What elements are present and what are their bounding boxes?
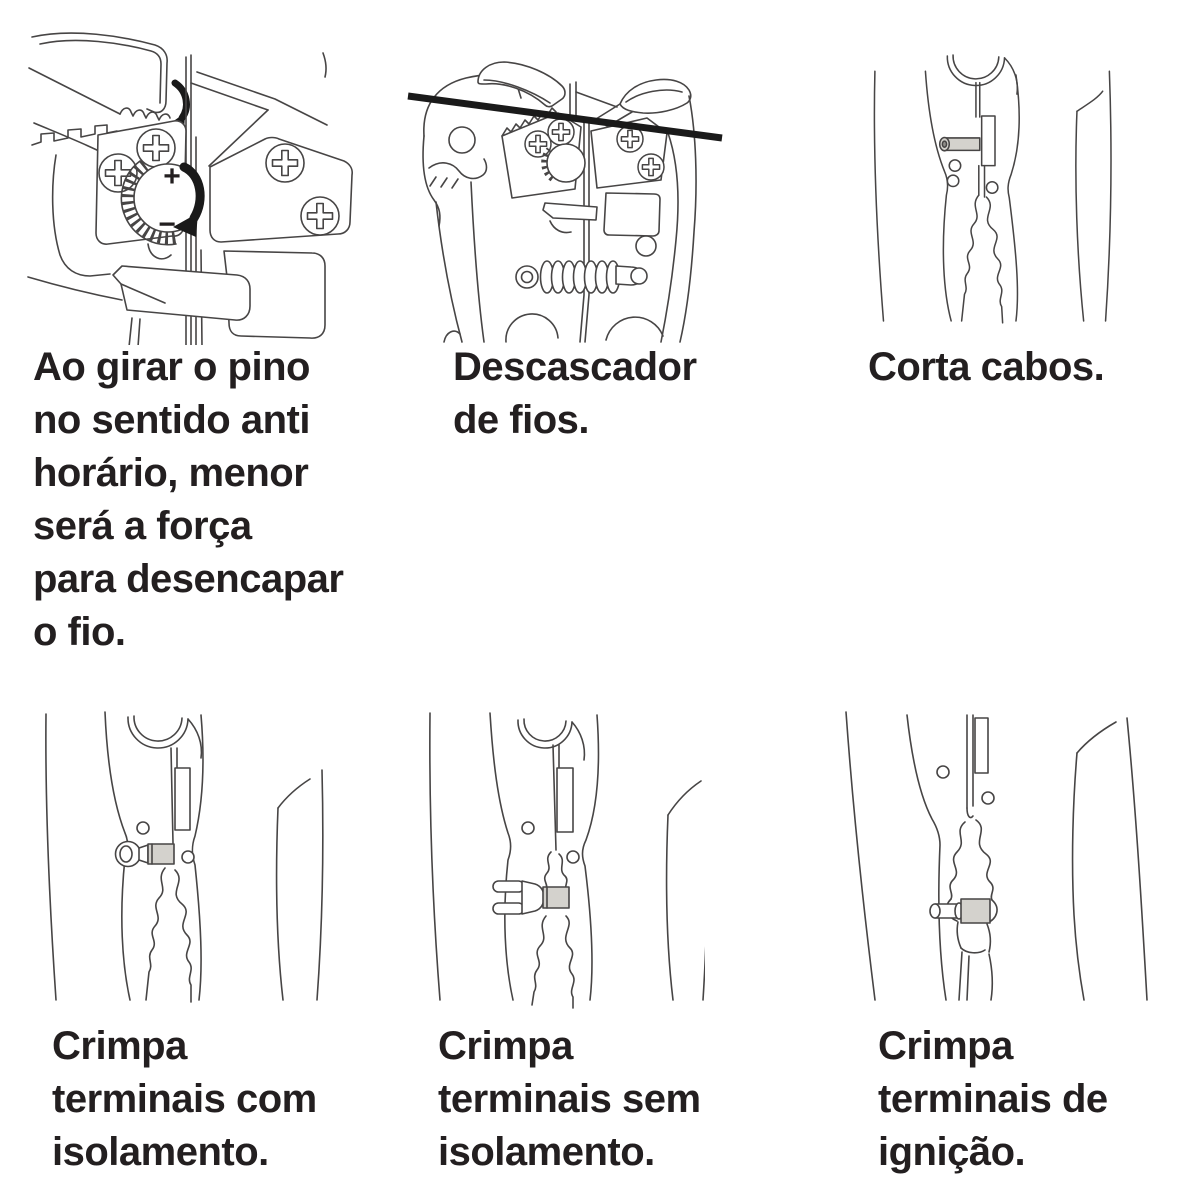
caption-line: Ao girar o pino <box>33 345 310 389</box>
caption-cable-cutter: Corta cabos. <box>868 341 1105 394</box>
left-handle-line <box>45 713 57 1001</box>
caption-line: Corta cabos. <box>868 345 1105 389</box>
handle-line <box>128 317 133 348</box>
pivot <box>127 715 203 759</box>
panel-adjustment-knob: + − Ao girar o pino no sentido anti <box>10 15 400 654</box>
cable-cutter-illustration <box>873 54 1112 324</box>
handle-line <box>137 318 141 348</box>
stripper-blade <box>980 115 996 167</box>
left-handle-line <box>429 712 441 1001</box>
phillips-screw-icon <box>524 130 552 158</box>
rotation-arrow-knob-icon <box>179 162 205 223</box>
right-arm <box>190 52 328 167</box>
phillips-screw-icon <box>547 118 575 146</box>
caption-line: o fio. <box>33 610 126 654</box>
ring-terminal <box>114 840 175 868</box>
spring <box>515 260 648 294</box>
caption-line: isolamento. <box>52 1130 269 1174</box>
center-post <box>569 81 618 120</box>
fork-terminal <box>492 880 570 915</box>
panel-crimp-non-insulated: Crimpa terminais sem isolamento. <box>405 700 710 1174</box>
caption-line: Descascador <box>453 345 697 389</box>
rivet <box>936 765 950 779</box>
plus-symbol: + <box>163 160 181 193</box>
pivot <box>517 718 586 761</box>
crimp-insulated-illustration <box>45 711 324 1003</box>
lower-jaw-bar <box>112 265 251 321</box>
caption-line: Crimpa <box>438 1024 573 1068</box>
upper-jaw-left <box>477 61 566 108</box>
caption-crimp-insulated: Crimpa terminais com isolamento. <box>52 1020 317 1179</box>
rivet <box>136 821 150 835</box>
stripper-blade <box>174 767 191 831</box>
nose <box>489 712 600 1009</box>
rivet <box>946 174 960 188</box>
pivot-tab <box>147 243 172 260</box>
crimp-non-insulated-illustration <box>429 712 710 1009</box>
caption-wire-stripper: Descascador de fios. <box>453 341 697 447</box>
crimp-ignition-illustration <box>845 711 1148 1001</box>
right-handle <box>665 712 710 1001</box>
minus-symbol: − <box>158 208 176 241</box>
left-handle-line <box>845 711 876 1001</box>
right-handle <box>1071 717 1148 1001</box>
caption-line: de fios. <box>453 398 590 442</box>
lower-right-block <box>223 250 326 339</box>
caption-line: isolamento. <box>438 1130 655 1174</box>
pivot <box>946 54 1019 95</box>
caption-adjustment-knob: Ao girar o pino no sentido anti horário,… <box>33 341 344 659</box>
caption-line: horário, menor <box>33 451 309 495</box>
right-handle <box>1075 70 1112 322</box>
lever <box>542 202 598 234</box>
rivet <box>981 791 995 805</box>
right-handle <box>275 769 324 1001</box>
rivet <box>181 850 195 864</box>
tool-head <box>422 74 522 343</box>
caption-line: será a força <box>33 504 252 548</box>
cable <box>938 136 981 152</box>
nose <box>104 711 204 1003</box>
nose <box>906 714 998 1001</box>
caption-line: ignição. <box>878 1130 1026 1174</box>
panel-crimp-insulated: Crimpa terminais com isolamento. <box>25 700 325 1174</box>
rivet <box>985 181 999 194</box>
center-blade <box>579 119 590 343</box>
wire-stripper-illustration <box>407 61 723 343</box>
caption-line: Crimpa <box>52 1024 187 1068</box>
ignition-terminal <box>929 898 991 924</box>
caption-crimp-non-insulated: Crimpa terminais sem isolamento. <box>438 1020 701 1179</box>
rivet <box>521 821 535 835</box>
adjustment-dial: + − <box>120 159 205 246</box>
stripper-blade <box>556 767 574 833</box>
stripper-blade <box>974 717 989 774</box>
wire <box>407 92 723 142</box>
panel-wire-stripper: Descascador de fios. <box>400 40 730 442</box>
adjusting-knob <box>541 143 586 183</box>
phillips-screw-icon <box>637 153 665 181</box>
bottom-holes <box>443 313 664 343</box>
caption-line: terminais de <box>878 1077 1108 1121</box>
phillips-screw-icon <box>300 196 340 236</box>
phillips-screw-icon <box>265 143 305 183</box>
caption-line: para desencapar <box>33 557 344 601</box>
caption-line: terminais sem <box>438 1077 701 1121</box>
caption-line: terminais com <box>52 1077 317 1121</box>
adjustment-knob-illustration: + − <box>27 32 353 348</box>
upper-handle <box>28 32 171 121</box>
nose <box>924 70 1020 324</box>
rivet <box>948 159 962 173</box>
panel-cable-cutter: Corta cabos. <box>845 35 1145 389</box>
caption-line: Crimpa <box>878 1024 1013 1068</box>
caption-line: no sentido anti <box>33 398 310 442</box>
caption-crimp-ignition: Crimpa terminais de ignição. <box>878 1020 1108 1179</box>
panel-crimp-ignition: Crimpa terminais de ignição. <box>840 700 1160 1174</box>
rivet <box>566 850 580 864</box>
left-handle-line <box>873 70 885 322</box>
upper-jaw-right <box>595 78 692 129</box>
